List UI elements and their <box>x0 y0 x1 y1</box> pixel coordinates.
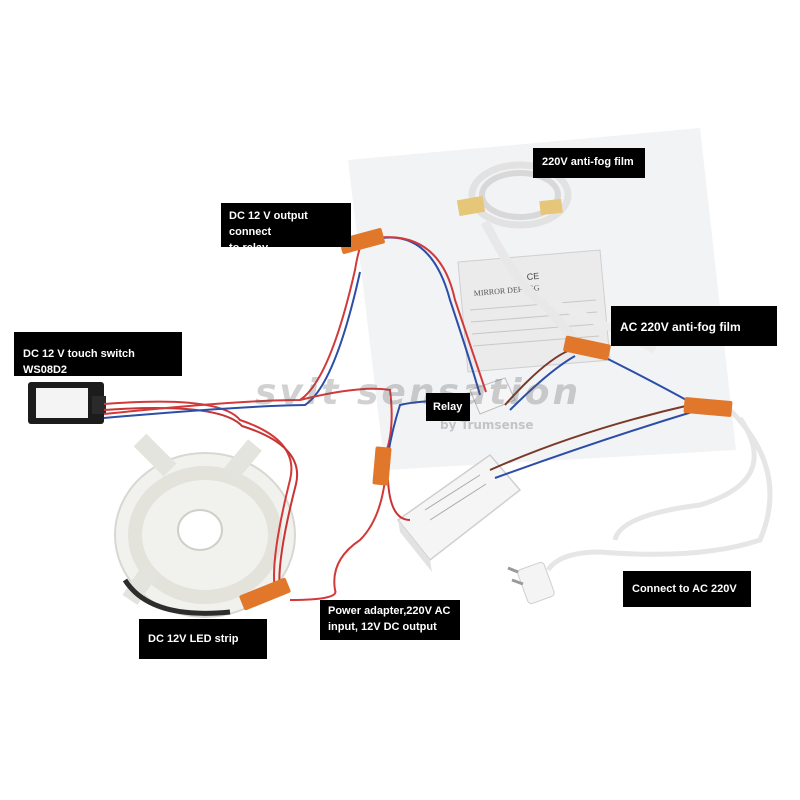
power-adapter-device <box>396 453 522 572</box>
led-strip-reel <box>114 433 296 618</box>
antifog-film-coil <box>456 161 579 343</box>
ce-mark: CE <box>526 271 539 282</box>
label-led-strip: DC 12V LED strip <box>139 619 267 659</box>
label-connect-ac: Connect to AC 220V <box>623 571 751 607</box>
ac-wires <box>489 349 693 479</box>
lever-connectors <box>239 228 733 611</box>
ac-plug-device <box>507 561 555 605</box>
label-touch-switch: DC 12 V touch switch WS08D2 <box>14 332 182 376</box>
dc-wires <box>103 236 487 601</box>
label-ac-antifog-film: AC 220V anti-fog film <box>611 306 777 346</box>
touch-switch-device <box>28 382 106 424</box>
label-antifog-film: 220V anti-fog film <box>533 148 645 178</box>
label-power-adapter: Power adapter,220V AC input, 12V DC outp… <box>320 600 460 640</box>
label-dc-output-relay: DC 12 V output connect to relay <box>221 203 351 254</box>
mains-cable <box>545 408 773 572</box>
watermark-sub: by Trumsense <box>440 418 534 432</box>
product-sheet-lines <box>469 299 600 347</box>
watermark: svit sensation <box>255 372 582 413</box>
label-relay: Relay <box>426 393 470 421</box>
relay-device <box>469 377 516 415</box>
